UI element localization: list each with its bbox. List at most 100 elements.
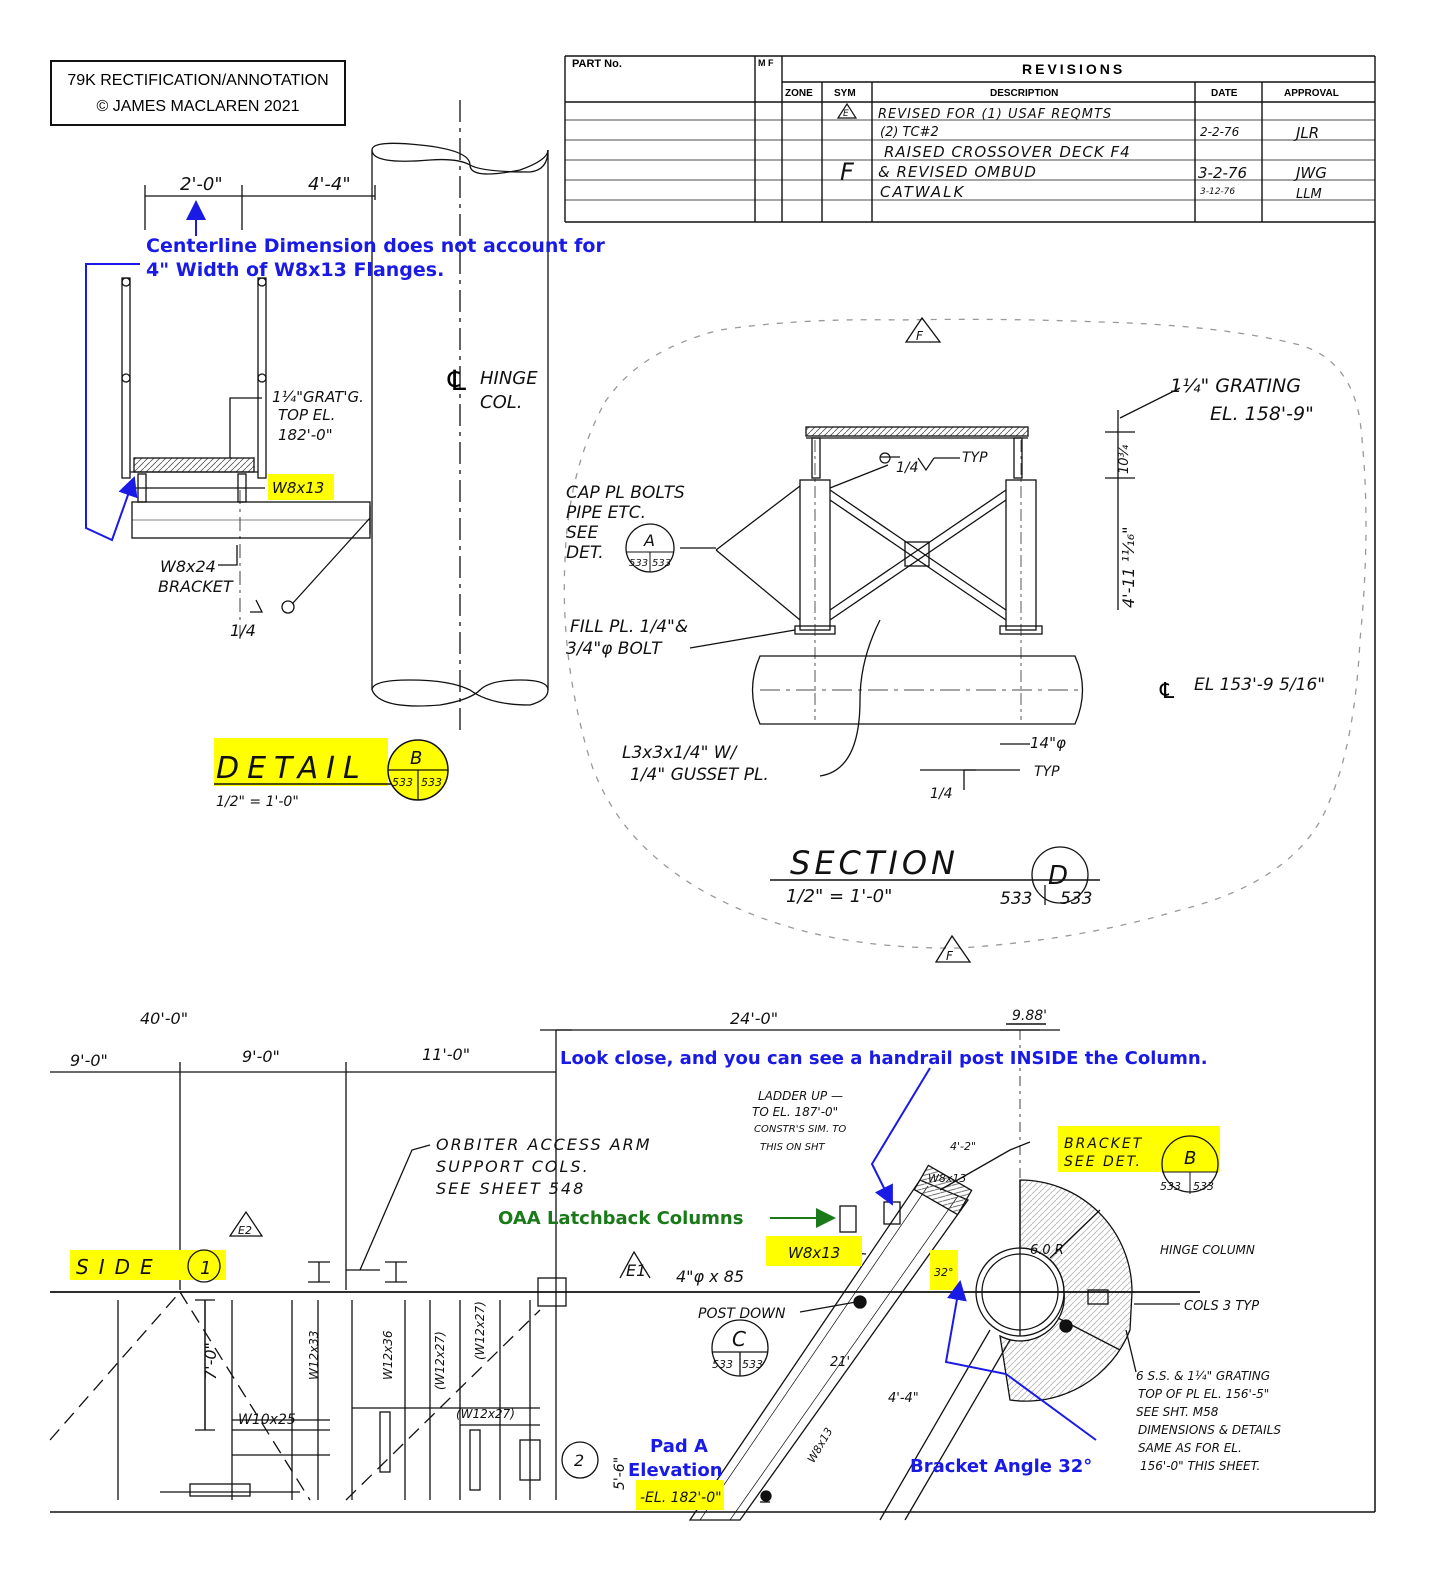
plan-el-highlight: [636, 1480, 724, 1510]
detail-b-grating-line3: 182'-0": [278, 426, 333, 444]
section-d-dim-top: 10¾: [1117, 444, 1132, 474]
plan-dim-21: 21': [830, 1355, 850, 1370]
plan-w8x13-highlight: [766, 1236, 862, 1266]
mf-label: M F: [758, 58, 774, 68]
section-d-fill-line2: 3/4"φ BOLT: [566, 639, 663, 659]
section-d-cap-line2: PIPE ETC.: [566, 503, 646, 523]
annotation-pad-a-line1: Pad A: [650, 1436, 708, 1457]
section-d-cap-line1: CAP PL BOLTS: [566, 483, 685, 503]
annotation-arrows: [85, 200, 1097, 1441]
plan-dim-42: 4'-2": [950, 1140, 976, 1153]
rev-desc-5: CATWALK: [880, 183, 965, 201]
plan-ladder-note-4: THIS ON SHT: [760, 1142, 826, 1153]
section-d-scale: 1/2" = 1'-0": [786, 886, 892, 907]
rev-date-2: 3-2-76: [1198, 164, 1247, 182]
detail-b-w8x13-label: W8x13: [272, 479, 324, 497]
detail-b-title-highlight: [214, 738, 388, 786]
plan-oaa-note-3: SEE SHEET 548: [436, 1179, 585, 1198]
revisions-table: [564, 55, 1376, 223]
title-line-1: 79K RECTIFICATION/ANNOTATION: [67, 72, 329, 89]
plan-dim-56: 5'-6": [612, 1457, 628, 1490]
plan-col-note: COLS 3 TYP: [1184, 1299, 1259, 1314]
part-no-label: PART No.: [572, 58, 622, 70]
section-d-sheet-left: 533: [1000, 889, 1032, 909]
annotation-handrail: Look close, and you can see a handrail p…: [560, 1048, 1208, 1069]
rev-col-description: DESCRIPTION: [990, 88, 1058, 99]
plan-view-geometry: [49, 1029, 1200, 1521]
rev-desc-1: REVISED FOR (1) USAF REQMTS: [878, 107, 1112, 122]
rev-col-approval: APPROVAL: [1284, 88, 1339, 99]
plan-arc-dim: 6.0 R: [1030, 1243, 1064, 1258]
plan-post-down: POST DOWN: [698, 1306, 786, 1322]
plan-grating-note-1: 6 S.S. & 1¼" GRATING: [1136, 1369, 1270, 1383]
hinge-col-label-2: COL.: [480, 392, 523, 413]
title-line-2: © JAMES MACLAREN 2021: [96, 98, 300, 115]
detail-b-w8x13-highlight: [268, 474, 334, 500]
plan-dim-9a: 9'-0": [70, 1051, 108, 1070]
rev-desc-2: (2) TC#2: [880, 125, 939, 140]
plan-el-tag: -EL. 182'-0": [640, 1490, 722, 1506]
detail-b-grating-line1: 1¼"GRAT'G.: [272, 388, 364, 406]
rev-sym-marker: E: [843, 109, 849, 119]
plan-dim-7: 7'-0": [201, 1342, 220, 1380]
section-d-cl-symbol: ℄: [1159, 679, 1175, 704]
section-d-fill-line1: FILL PL. 1/4"&: [570, 617, 688, 637]
rev-desc-4: & REVISED OMBUD: [878, 163, 1037, 181]
section-d-angle-line2: 1/4" GUSSET PL.: [630, 765, 769, 785]
annotation-centerline-line1: Centerline Dimension does not account fo…: [146, 235, 605, 257]
annotation-pad-a-line2: Elevation: [628, 1460, 723, 1481]
section-d-cap-circle-letter: A: [643, 531, 655, 550]
section-d-cl-el: EL 153'-9 5/16": [1194, 675, 1325, 695]
section-d-angle-line1: L3x3x1/4" W/: [622, 743, 739, 763]
plan-grating-note-6: 156'-0" THIS SHEET.: [1140, 1459, 1260, 1473]
plan-col-label-w10: W10x25: [238, 1412, 296, 1428]
detail-b-title: DETAIL: [216, 751, 368, 786]
plan-bracket-sheet-left: 533: [1160, 1180, 1181, 1193]
section-d-weld-symbol: [917, 457, 935, 472]
rev-approval-3: LLM: [1296, 187, 1322, 202]
rev-col-date: DATE: [1211, 88, 1238, 99]
section-d-title: SECTION: [790, 844, 959, 882]
section-d-top-flag: F: [916, 329, 924, 343]
plan-side-label: SIDE: [76, 1255, 163, 1279]
section-d-weld-typ: TYP: [962, 450, 988, 466]
hinge-col-symbol: ℄: [447, 364, 466, 397]
rev-col-sym: SYM: [834, 88, 856, 99]
plan-grating-note-5: SAME AS FOR EL.: [1138, 1441, 1242, 1455]
plan-bracket-circle-letter: B: [1184, 1148, 1196, 1169]
plan-circle-c-letter: C: [732, 1327, 746, 1351]
plan-circle-c-sheet-right: 533: [742, 1358, 763, 1371]
rev-sym-triangle: [836, 102, 858, 119]
plan-w8x13-diag-1: W8x13: [805, 1425, 835, 1465]
section-d-weld-size: 1/4: [896, 460, 919, 476]
rev-date-3: 3-12-76: [1200, 187, 1235, 197]
section-d-circle-letter: D: [1048, 861, 1068, 891]
rev-date-1: 2-2-76: [1200, 125, 1240, 139]
section-d-weld-flag: [879, 452, 891, 464]
section-d-cap-line4: DET.: [566, 543, 604, 563]
section-d-sheet-right: 533: [1060, 889, 1092, 909]
detail-b-w8x24-line1: W8x24: [160, 557, 216, 576]
annotation-centerline-line2: 4" Width of W8x13 Flanges.: [146, 259, 444, 281]
detail-b-geometry: [121, 100, 549, 730]
plan-bracket-note-1: BRACKET: [1064, 1136, 1143, 1152]
plan-bracket-note-2: SEE DET.: [1064, 1154, 1142, 1170]
detail-b-circle-letter: B: [410, 748, 422, 769]
plan-side-number: 1: [200, 1258, 211, 1279]
rev-desc-3: RAISED CROSSOVER DECK F4: [884, 143, 1131, 161]
revisions-heading: REVISIONS: [1022, 61, 1125, 77]
section-d-cap-circle-sheet-right: 533: [652, 558, 671, 569]
section-d-grating-line2: EL. 158'-9": [1210, 403, 1314, 425]
plan-side-circle: [187, 1249, 221, 1283]
plan-dim-40: 40'-0": [140, 1009, 188, 1028]
annotation-bracket-angle: Bracket Angle 32°: [910, 1456, 1092, 1477]
section-d-dim-vertical: 4'-11 ¹¹⁄₁₆": [1119, 527, 1138, 608]
plan-flag-e2: E2: [238, 1224, 252, 1237]
rev-approval-1: JLR: [1293, 124, 1319, 142]
plan-dim-988: 9.88': [1012, 1008, 1047, 1024]
detail-b-circle-sheet-right: 533: [421, 776, 442, 789]
plan-dim-11: 11'-0": [422, 1045, 470, 1064]
plan-bolt-note: 4"φ x 85: [676, 1267, 744, 1286]
plan-oaa-note-1: ORBITER ACCESS ARM: [436, 1135, 652, 1154]
